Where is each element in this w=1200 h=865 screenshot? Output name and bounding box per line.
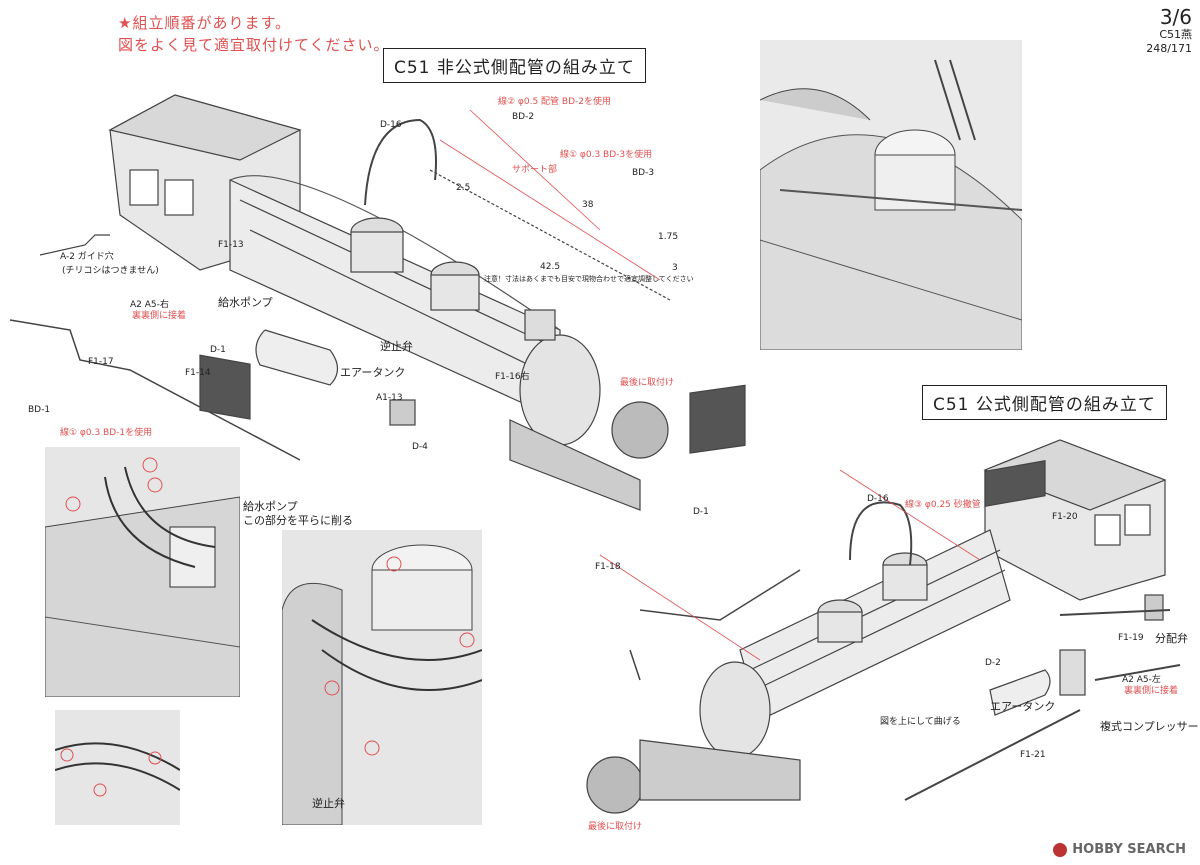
product-code: 248/171 <box>1146 42 1192 55</box>
feed-pump-label-2: 給水ポンプ <box>243 500 298 513</box>
f1-21-label: F1-21 <box>1020 750 1046 760</box>
dimension-note: 注意！寸法はあくまでも目安で現物合わせで適宜調整してください <box>484 275 694 283</box>
feed-pump-label: 給水ポンプ <box>218 296 273 309</box>
f1-19-label: F1-19 <box>1118 633 1144 643</box>
red-note-last-2: 最後に取付け <box>588 822 643 832</box>
red-note-bd1: 線① φ0.3 BD-1を使用 <box>60 428 153 438</box>
bd1-label: BD-1 <box>28 405 51 415</box>
a2-right-label: A2 A5-右 <box>130 300 169 310</box>
a2-right-note: 裏裏側に接着 <box>132 311 187 321</box>
warning-line-2: 図をよく見て適宜取付けてください。 <box>118 36 390 54</box>
assembly-order-warning: ★組立順番があります。 図をよく見て適宜取付けてください。 <box>118 12 390 56</box>
closeup-photo-3 <box>282 530 482 825</box>
feed-pump-note: この部分を平らに削る <box>243 514 353 527</box>
d16-label-2: D-16 <box>867 494 889 504</box>
bd3-label: BD-3 <box>632 168 655 178</box>
unofficial-closeup-photo <box>760 40 1022 350</box>
air-tank-label: エアータンク <box>340 366 406 379</box>
red-note-pipe: 線② φ0.5 配管 BD-2を使用 <box>498 97 611 107</box>
guide-label: A-2 ガイド穴 <box>60 252 114 262</box>
check-valve-label-2: 逆止弁 <box>312 797 345 810</box>
d1-label-2: D-1 <box>693 507 709 517</box>
red-note-sand: 線③ φ0.25 砂撒管 <box>905 500 981 510</box>
bd2-label: BD-2 <box>512 112 535 122</box>
f1-16-label: F1-16右 <box>495 372 530 382</box>
d1-label: D-1 <box>210 345 226 355</box>
f1-18-label: F1-18 <box>595 562 621 572</box>
check-valve-label: 逆止弁 <box>380 340 413 353</box>
closeup-photo-1 <box>45 447 240 697</box>
dim-42-5: 42.5 <box>540 262 561 272</box>
dim-3: 3 <box>672 263 678 273</box>
red-note-bd3: 線① φ0.3 BD-3を使用 <box>560 150 653 160</box>
model-name: C51燕 <box>1159 28 1192 41</box>
red-note-last: 最後に取付け <box>620 378 675 388</box>
a2-left-label: A2 A5-左 <box>1122 675 1161 685</box>
dim-1-75: 1.75 <box>658 232 679 242</box>
warning-line-1: ★組立順番があります。 <box>118 14 291 32</box>
official-side-title: C51 公式側配管の組み立て <box>922 385 1167 420</box>
air-tank-label-2: エアータンク <box>990 700 1056 713</box>
support-label: サポート部 <box>512 165 558 175</box>
f1-20-label: F1-20 <box>1052 512 1078 522</box>
d16-label: D-16 <box>380 120 402 130</box>
logo-text: HOBBY SEARCH <box>1072 842 1186 857</box>
f1-17-label: F1-17 <box>88 357 114 367</box>
d4-label: D-4 <box>412 442 428 452</box>
guide-note: (チリコシはつきません) <box>62 266 159 276</box>
page-number: 3/6 <box>1159 5 1192 29</box>
hobby-search-logo: HOBBY SEARCH <box>1053 842 1186 857</box>
compressor-label: 複式コンプレッサー <box>1100 720 1199 733</box>
page-indicator: 3/6 C51燕 248/171 <box>1146 6 1192 56</box>
f1-14-label: F1-14 <box>185 368 211 378</box>
distributor-label: 分配弁 <box>1155 632 1188 645</box>
d2-label: D-2 <box>985 658 1001 668</box>
a2-left-note: 裏裏側に接着 <box>1124 686 1179 696</box>
closeup-photo-2 <box>55 710 180 825</box>
unofficial-side-title: C51 非公式側配管の組み立て <box>383 48 646 83</box>
f1-13-label: F1-13 <box>218 240 244 250</box>
logo-mark-icon <box>1053 842 1068 857</box>
bend-up-label: 図を上にして曲げる <box>880 717 961 727</box>
dim-38: 38 <box>582 200 594 210</box>
a1-13-label: A1-13 <box>376 393 403 403</box>
dim-2-5: 2.5 <box>456 183 471 193</box>
